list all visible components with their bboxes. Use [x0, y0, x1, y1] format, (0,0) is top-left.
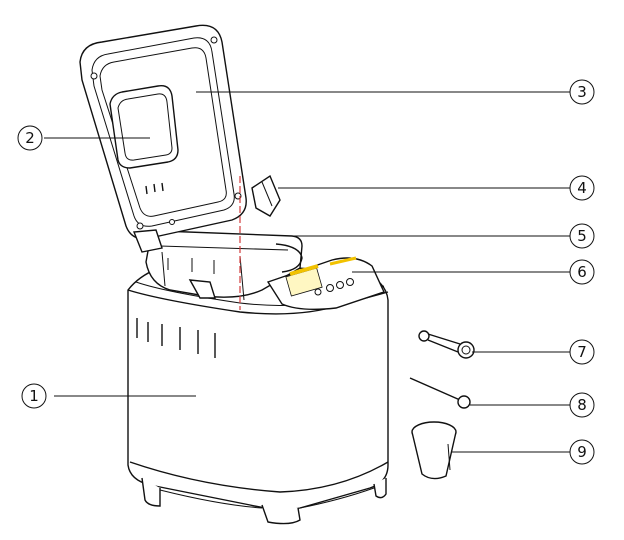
callout-8: 8: [569, 392, 595, 418]
hook: [409, 377, 471, 409]
callout-2: 2: [17, 125, 43, 151]
callout-4: 4: [569, 175, 595, 201]
callout-4-number: 4: [577, 179, 587, 197]
callout-6: 6: [569, 259, 595, 285]
callout-6-number: 6: [577, 263, 587, 281]
callout-3-number: 3: [577, 83, 587, 101]
measuring-cup: [411, 421, 457, 480]
housing: [127, 261, 389, 525]
kneading-paddle: [251, 174, 281, 217]
control-button: [314, 288, 322, 296]
control-button: [336, 281, 344, 289]
callout-8-number: 8: [577, 396, 587, 414]
control-button: [346, 278, 354, 286]
callout-5: 5: [569, 223, 595, 249]
vent-slots: [136, 318, 216, 358]
leader-lines: [44, 91, 570, 453]
callout-9: 9: [569, 439, 595, 465]
callout-1: 1: [21, 383, 47, 409]
callout-3: 3: [569, 79, 595, 105]
measuring-spoon: [418, 330, 475, 359]
control-panel: [266, 256, 385, 311]
callout-1-number: 1: [29, 387, 39, 405]
control-button: [326, 284, 334, 292]
callout-7: 7: [569, 339, 595, 365]
callout-7-number: 7: [577, 343, 587, 361]
viewing-window: [109, 85, 179, 169]
callout-9-number: 9: [577, 443, 587, 461]
callout-2-number: 2: [25, 129, 35, 147]
callout-5-number: 5: [577, 227, 587, 245]
